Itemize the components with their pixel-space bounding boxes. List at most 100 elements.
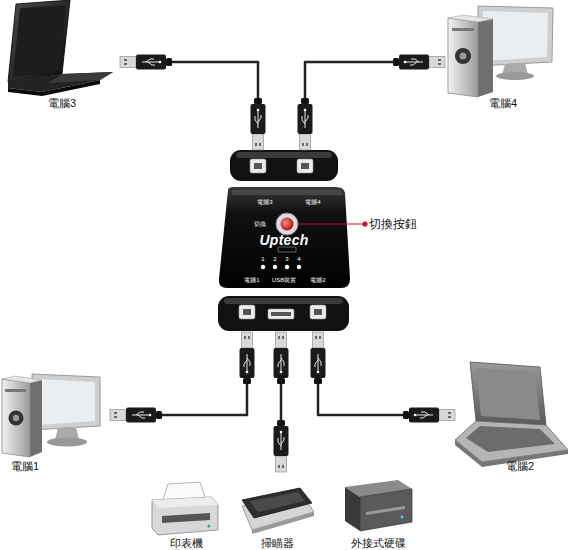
desktop-illustration [5, 389, 26, 392]
laptop-illustration [455, 440, 568, 467]
scanner-illustration [250, 492, 305, 512]
printer-illustration [152, 497, 218, 535]
desktop-illustration [13, 415, 19, 421]
computer-node: 電腦1 [0, 370, 110, 480]
computer-node: 電腦2 [455, 355, 570, 475]
laptop-illustration [470, 362, 546, 425]
device-marking: 電腦4 [305, 199, 320, 206]
usb-switch-node: 電腦3電腦4切換Uptech1234電腦1USB裝置電腦2 [218, 150, 350, 332]
desktop-illustration [2, 374, 100, 457]
laptop-illustration [466, 426, 555, 452]
usb-plug [274, 420, 289, 472]
usb-switch-body [254, 163, 262, 169]
device-marking: 2 [273, 256, 276, 263]
laptop-illustration [455, 362, 568, 467]
computer-node: 電腦4 [445, 0, 565, 112]
usb-switch-body [301, 163, 309, 169]
usb-plug [311, 332, 326, 384]
hard-disk-illustration [360, 489, 412, 531]
usb-plug [110, 55, 455, 473]
computer-node: 電腦3 [5, 0, 120, 112]
device-marking: 電腦3 [257, 199, 272, 206]
printer-illustration [152, 497, 218, 508]
desktop-illustration [448, 15, 493, 22]
desktop-illustration [452, 28, 474, 31]
printer-illustration [152, 482, 218, 535]
status-led [285, 265, 289, 269]
usb-cable [318, 332, 455, 415]
scanner-illustration [242, 488, 314, 534]
usb-plug [251, 98, 266, 150]
usb-switch-body [250, 159, 266, 173]
peripheral-node: 印表機 [148, 478, 223, 550]
desktop-illustration [2, 379, 30, 457]
usb-switch-body [243, 309, 251, 315]
usb-plug [403, 408, 455, 423]
printer-illustration [208, 525, 211, 528]
usb-switch-body [219, 187, 350, 288]
desktop-illustration [9, 411, 24, 426]
scanner-illustration [242, 488, 312, 518]
usb-switch-body [297, 159, 313, 173]
desktop-illustration [32, 374, 100, 430]
desktop-illustration [455, 48, 471, 64]
usb-plug [274, 332, 289, 384]
usb-cable [305, 62, 445, 150]
status-led [261, 265, 301, 269]
status-led [297, 265, 301, 269]
device-marking: 切換 [254, 221, 266, 228]
device-label: 電腦1 [11, 460, 39, 472]
usb-cable [280, 383, 283, 421]
usb-plug [298, 98, 313, 150]
usb-switch-body [310, 305, 326, 319]
device-marking: USB裝置 [272, 277, 296, 284]
callout-label: 切換按鈕 [369, 216, 417, 233]
usb-switch-body [232, 190, 343, 195]
hard-disk-illustration [345, 487, 360, 531]
switch-button [276, 213, 298, 235]
laptop-illustration [8, 80, 100, 96]
switch-button [281, 218, 294, 231]
usb-switch-body [239, 305, 255, 319]
device-label: 電腦4 [489, 97, 517, 109]
device-label: 掃瞄器 [261, 537, 294, 549]
status-led [273, 265, 277, 269]
desktop-illustration [38, 379, 95, 425]
callout-leader [298, 221, 368, 226]
desktop-illustration [448, 18, 478, 97]
device-label: 印表機 [170, 537, 203, 549]
desktop-illustration [47, 438, 87, 447]
device-marking: 電腦2 [310, 277, 325, 284]
status-led [261, 265, 265, 269]
callout-leader [298, 223, 364, 224]
usb-cable [110, 332, 247, 415]
desktop-illustration [448, 6, 553, 97]
device-label: 外接式硬碟 [351, 537, 406, 549]
usb-switch-body [218, 296, 349, 331]
switch-button [276, 213, 298, 235]
device-label: 電腦3 [48, 97, 76, 109]
model-badge [278, 247, 296, 252]
desktop-illustration [478, 19, 493, 97]
hard-disk-illustration [401, 516, 404, 519]
desktop-illustration [30, 380, 42, 457]
scanner-illustration [252, 512, 314, 534]
usb-cable [120, 62, 258, 150]
device-marking: 1 [261, 256, 264, 263]
laptop-illustration [48, 72, 113, 83]
desktop-illustration [2, 376, 42, 383]
device-marking: 電腦1 [244, 277, 259, 284]
usb-switch-body [230, 150, 338, 181]
printer-illustration [162, 513, 210, 523]
desktop-illustration [496, 72, 534, 80]
usb-switch-body [218, 150, 350, 331]
peripheral-node: 外接式硬碟 [338, 478, 418, 550]
usb-switch-body [314, 309, 322, 315]
desktop-illustration [460, 53, 467, 60]
device-marking: Uptech [259, 233, 308, 248]
laptop-illustration [476, 368, 540, 420]
laptop-illustration [8, 0, 113, 96]
device-label: 電腦2 [506, 460, 534, 472]
